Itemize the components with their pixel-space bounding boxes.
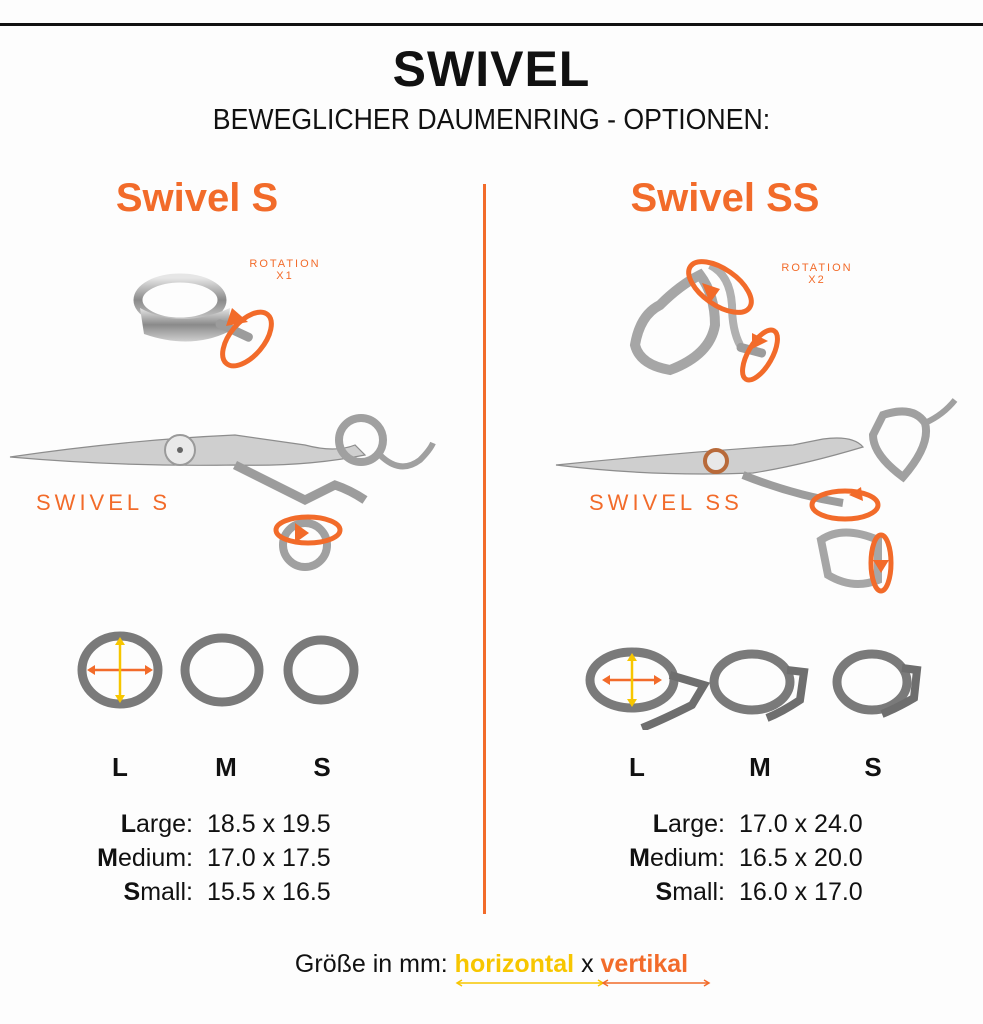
swivel-s-size-s: S — [313, 752, 331, 782]
spec-row-small: Small: 16.0 x 17.0 — [655, 878, 863, 906]
swivel-ss-scissors-image — [555, 398, 958, 594]
size-legend-separator: x — [581, 950, 594, 978]
swivel-s-size-l: L — [112, 752, 128, 782]
swivel-s-model-label: SWIVEL S — [36, 490, 172, 515]
horizontal-arrow-icon — [455, 979, 605, 987]
page-subtitle: BEWEGLICHER DAUMENRING - OPTIONEN: — [212, 104, 771, 136]
swivel-s-size-rings — [77, 631, 359, 709]
page-title: SWIVEL — [392, 41, 591, 97]
swivel-ss-size-rings — [585, 647, 922, 730]
swivel-s-size-m: M — [215, 752, 237, 782]
column-divider — [483, 184, 486, 914]
swivel-ss-ring-image — [629, 259, 780, 383]
swivel-s-scissors-image — [9, 414, 436, 571]
spec-row-medium: Medium: 17.0 x 17.5 — [97, 844, 331, 872]
swivel-s-ring-image — [133, 273, 274, 369]
size-legend: Größe in mm: horizontal x vertikal — [0, 950, 983, 987]
swivel-ss-size-s: S — [864, 752, 882, 782]
swivel-s-specs: Large: 18.5 x 19.5 Medium: 17.0 x 17.5 S… — [53, 807, 331, 909]
swivel-ss-specs: Large: 17.0 x 24.0 Medium: 16.5 x 20.0 S… — [585, 807, 863, 909]
swivel-ss-heading: Swivel SS — [630, 176, 820, 220]
vertical-arrow-icon — [601, 979, 710, 987]
size-legend-prefix: Größe in mm: — [294, 950, 448, 978]
spec-row-small: Small: 15.5 x 16.5 — [123, 878, 331, 906]
spec-row-large: Large: 17.0 x 24.0 — [652, 810, 863, 838]
vertical-label: vertikal — [601, 950, 710, 987]
swivel-ss-model-label: SWIVEL SS — [589, 490, 743, 515]
swivel-ss-size-m: M — [749, 752, 771, 782]
top-rule — [0, 23, 983, 26]
horizontal-label: horizontal — [455, 950, 605, 987]
spec-row-large: Large: 18.5 x 19.5 — [120, 810, 331, 838]
swivel-s-heading: Swivel S — [115, 176, 279, 220]
spec-row-medium: Medium: 16.5 x 20.0 — [629, 844, 863, 872]
swivel-ss-size-l: L — [629, 752, 645, 782]
